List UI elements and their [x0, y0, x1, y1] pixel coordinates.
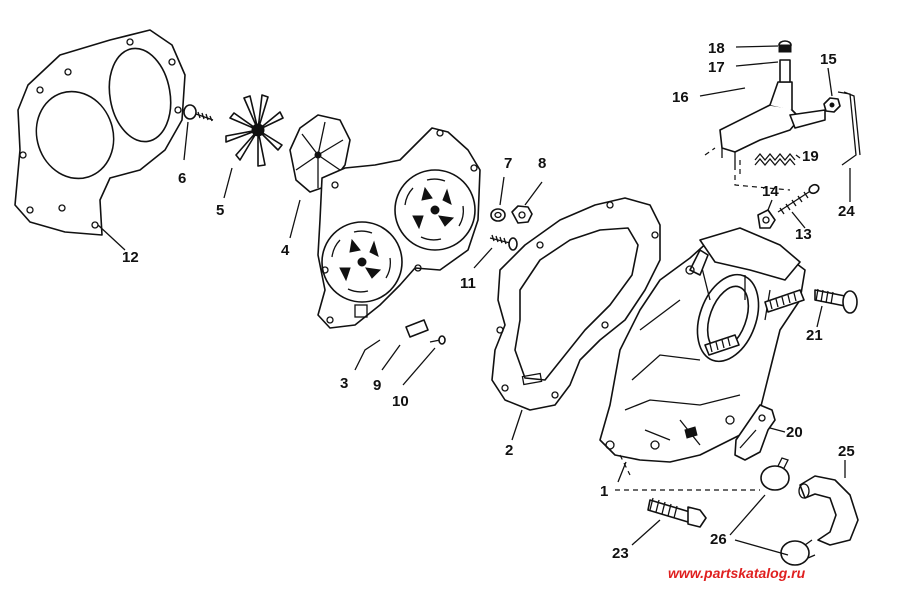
bolt-21: [814, 288, 858, 314]
callout-13: 13: [795, 226, 812, 243]
callout-20: 20: [786, 424, 803, 441]
screw-11: [489, 234, 518, 251]
leader-lines: [97, 45, 851, 556]
callout-18: 18: [708, 40, 725, 57]
callout-1: 1: [600, 483, 608, 500]
screw-13: [777, 183, 820, 215]
callout-15: 15: [820, 51, 837, 68]
callout-24: 24: [838, 203, 855, 220]
bracket-20: [734, 404, 776, 461]
callout-7: 7: [504, 155, 512, 172]
callout-19: 19: [802, 148, 819, 165]
watermark: www.partskatalog.ru: [668, 565, 806, 581]
callout-4: 4: [281, 242, 290, 259]
callout-12: 12: [122, 249, 139, 266]
hose-25: [798, 475, 859, 546]
callout-10: 10: [392, 393, 409, 410]
screw-10: [429, 335, 446, 345]
impeller-5: [225, 94, 284, 167]
callout-labels: 1 2 3 4 5 6 7 8 9 10 11 12 13 14 15 16 1…: [122, 40, 855, 562]
callout-17: 17: [708, 59, 725, 76]
housing-plate-3: [317, 127, 481, 329]
callout-11: 11: [460, 275, 476, 292]
bolt-6: [183, 104, 214, 122]
gasket-2: [491, 197, 661, 411]
callout-8: 8: [538, 155, 546, 172]
washer-7: [490, 208, 506, 222]
lever-16: [719, 81, 826, 170]
callout-21: 21: [806, 327, 823, 344]
callout-9: 9: [373, 377, 381, 394]
bushing-14: [757, 209, 776, 229]
callout-3: 3: [340, 375, 348, 392]
callout-14: 14: [762, 183, 779, 200]
callout-16: 16: [672, 89, 689, 106]
callout-26: 26: [710, 531, 727, 548]
pin-17: [779, 59, 791, 83]
cap-18: [778, 40, 792, 53]
pump-housing-1: [599, 227, 806, 463]
callout-23: 23: [612, 545, 629, 562]
callout-25: 25: [838, 443, 855, 460]
nut-15: [823, 97, 841, 113]
callout-5: 5: [216, 202, 224, 219]
bolt-23: [647, 497, 707, 528]
callout-6: 6: [178, 170, 186, 187]
callout-2: 2: [505, 442, 513, 459]
spring-19: [754, 152, 796, 167]
clamp-26: [760, 457, 816, 566]
gasket-12: [14, 29, 186, 236]
rod-24: [837, 91, 861, 166]
nut-8: [511, 205, 533, 224]
pin-9: [405, 319, 429, 338]
